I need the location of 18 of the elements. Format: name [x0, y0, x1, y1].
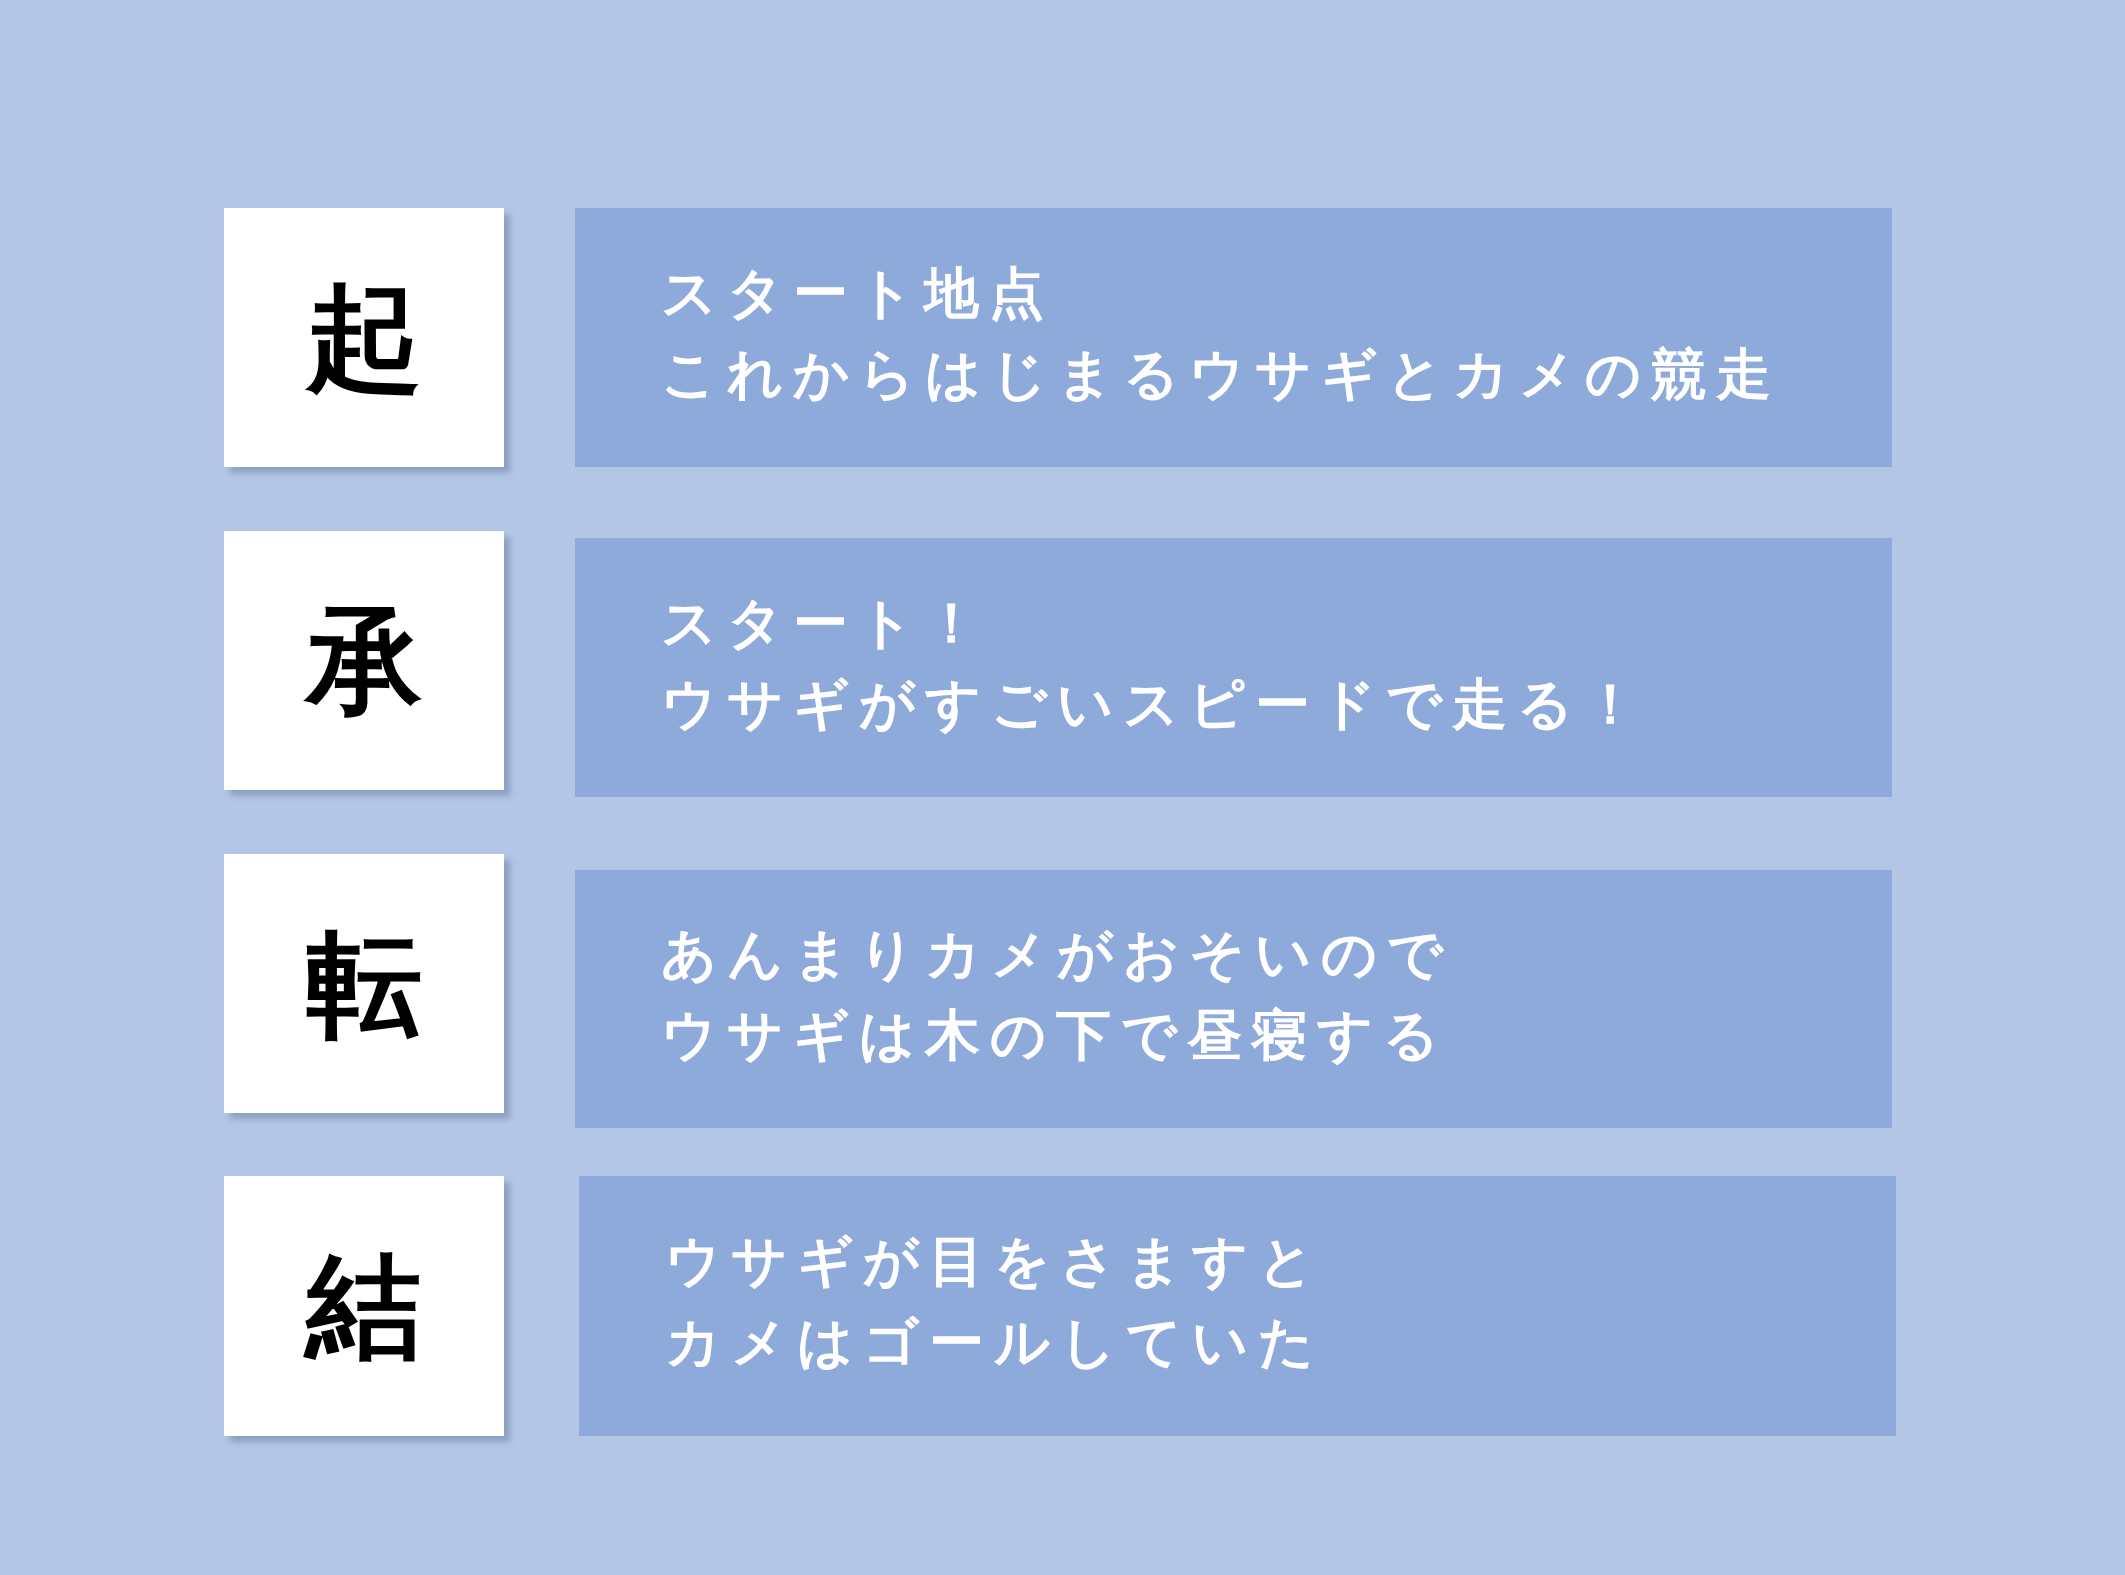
stage-card: [224, 854, 504, 1113]
story-text: これからはじまるウサギとカメの競走: [661, 340, 1781, 408]
stage-card: [224, 1176, 504, 1436]
story-text: ウサギがすごいスピードで走る！: [661, 670, 1648, 738]
stage-kanji: 転: [306, 919, 422, 1048]
story-text: スタート地点: [661, 259, 1054, 327]
story-panel: [579, 1176, 1896, 1436]
story-panel: [575, 870, 1892, 1128]
story-text: ウサギが目をさますと: [665, 1228, 1324, 1295]
story-text: あんまりカメがおそいので: [661, 921, 1453, 988]
stage-card: [224, 531, 504, 790]
story-text: スタート！: [661, 589, 989, 657]
story-text: カメはゴールしていた: [665, 1309, 1324, 1376]
story-panel: [575, 208, 1892, 467]
story-panel: [575, 538, 1892, 797]
story-text: ウサギは木の下で昼寝する: [661, 1002, 1449, 1069]
stage-kanji: 起: [306, 273, 422, 402]
stage-card: [224, 208, 504, 467]
